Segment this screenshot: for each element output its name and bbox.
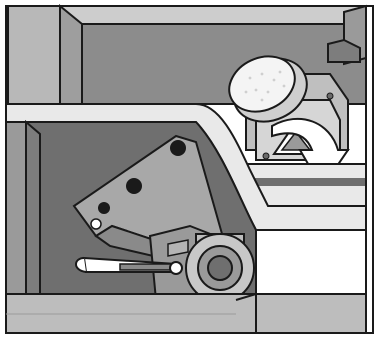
arm-hole xyxy=(170,140,186,156)
arm-hole xyxy=(126,178,142,194)
arm-hole xyxy=(98,202,110,214)
chute-screw xyxy=(263,153,269,159)
right-frame-edge xyxy=(366,6,373,333)
left-wall-inner xyxy=(26,122,40,294)
chute-screw xyxy=(327,93,333,99)
spout-cylinder xyxy=(186,234,254,302)
left-wall xyxy=(6,122,26,294)
ceiling xyxy=(60,6,366,24)
arm-pivot xyxy=(91,219,101,229)
left-pillar xyxy=(8,6,60,104)
